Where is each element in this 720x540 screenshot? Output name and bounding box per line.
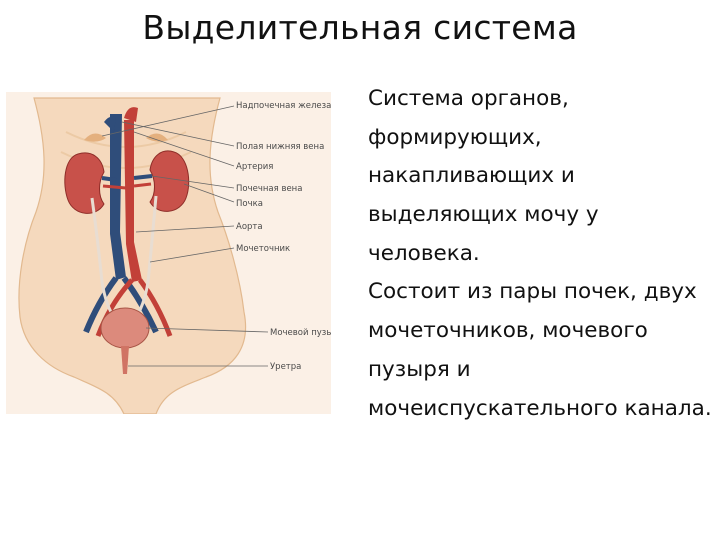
ureter-left [90,197,118,321]
label-aorta: Аорта [236,222,263,232]
label-ureter: Мочеточник [236,244,290,254]
bladder [100,307,150,349]
bullet-item: Состоит из пары почек, двух мочеточников… [368,279,712,421]
urethra [121,346,129,374]
adrenal-gland-left [84,133,106,142]
kidney-right [149,150,190,212]
kidney-left [64,152,105,214]
label-adrenal: Надпочечная железа [236,101,331,111]
bullet-item: Система органов, формирующих, накапливаю… [368,86,599,266]
adrenal-gland-right [146,133,168,142]
excretory-system-illustration: Надпочечная железа Полая нижняя вена Арт… [6,92,331,414]
label-renal-vein: Почечная вена [236,184,302,194]
aorta [124,120,142,282]
ureter-right [132,195,158,321]
vena-cava [110,114,126,280]
label-kidney: Почка [236,199,263,209]
bullet-list: Система органов, формирующих, накапливаю… [368,80,713,428]
label-vena-cava: Полая нижняя вена [236,142,324,152]
slide-title: Выделительная система [142,8,578,47]
label-bladder: Мочевой пузырь [270,328,331,338]
label-artery: Артерия [236,162,273,172]
label-urethra: Уретра [270,362,301,372]
